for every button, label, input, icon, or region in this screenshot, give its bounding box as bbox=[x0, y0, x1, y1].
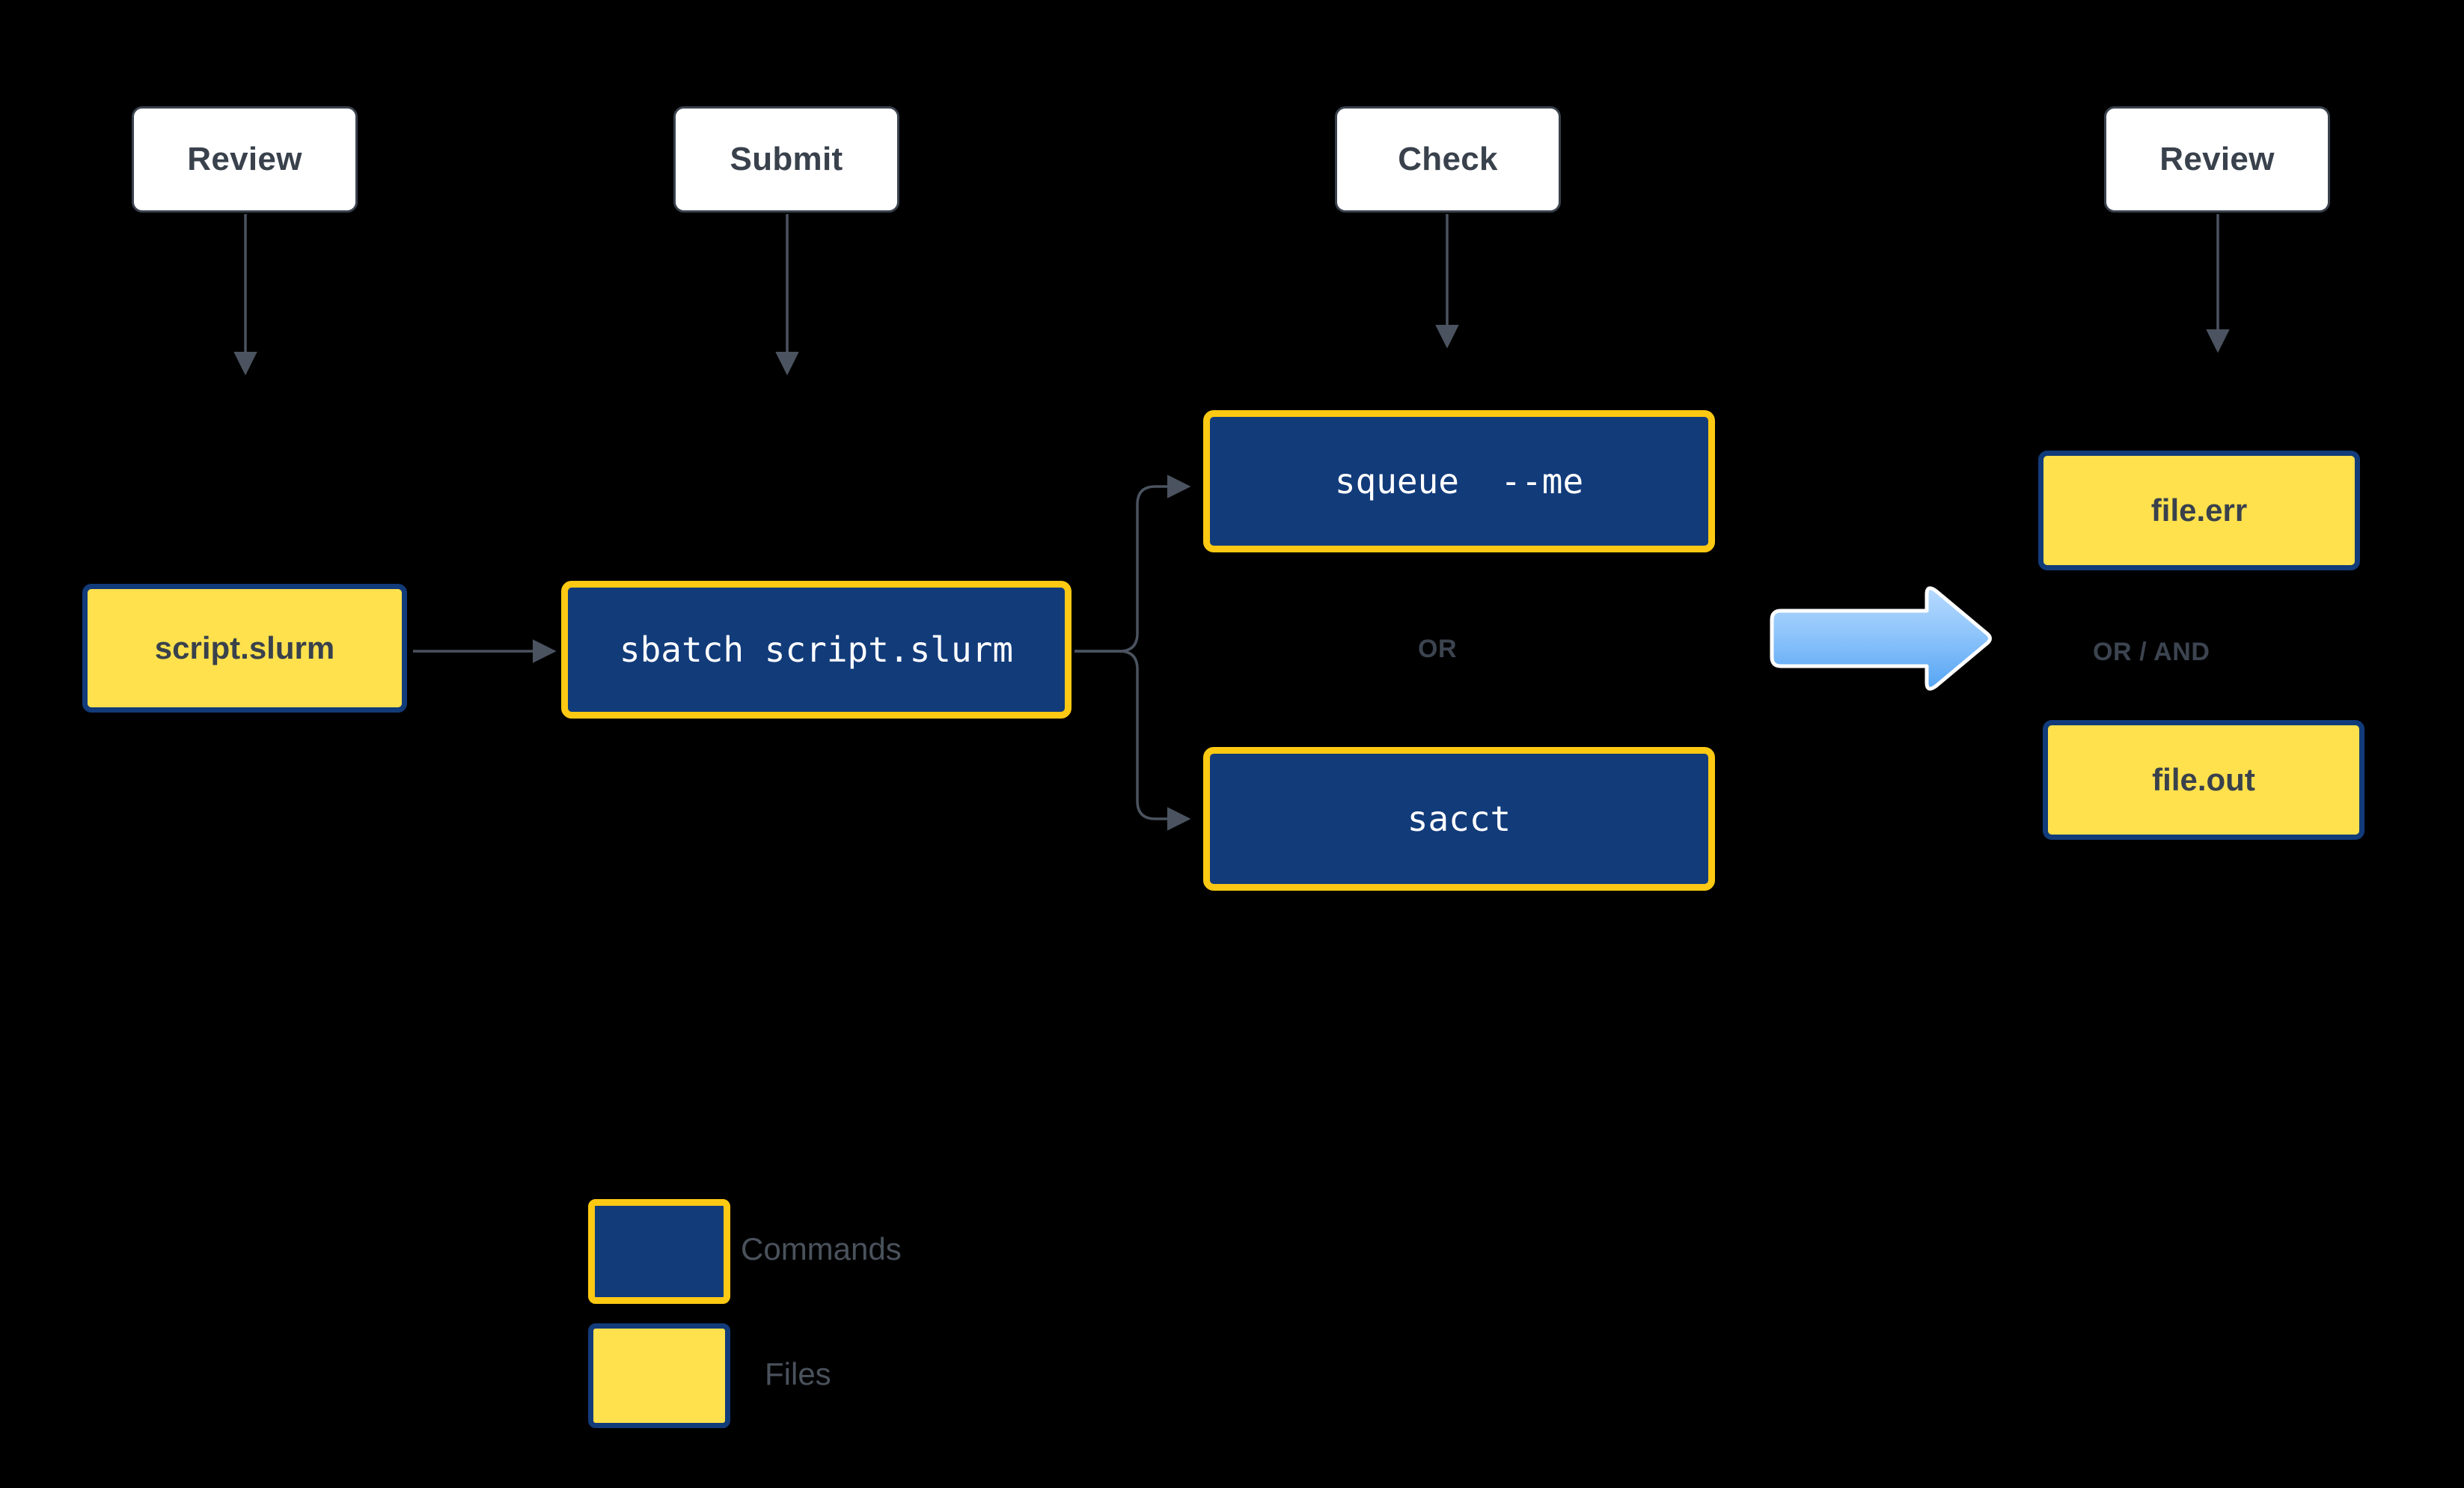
phase-label: Check bbox=[1398, 141, 1498, 177]
legend-label-files: Files bbox=[765, 1356, 831, 1391]
phase-box-review-output[interactable]: Review bbox=[2104, 106, 2330, 213]
arrow-sbatch-to-sacct bbox=[1074, 650, 1191, 831]
arrow-sbatch-to-squeue bbox=[1074, 475, 1191, 653]
file-label: script.slurm bbox=[154, 630, 335, 665]
command-label: squeue --me bbox=[1334, 461, 1584, 501]
file-node-file-out[interactable]: file.out bbox=[2043, 720, 2364, 840]
file-node-script-slurm[interactable]: script.slurm bbox=[82, 584, 407, 713]
outputs-block-arrow bbox=[1770, 586, 1992, 691]
phase-box-submit[interactable]: Submit bbox=[673, 106, 899, 213]
legend-label-commands: Commands bbox=[741, 1231, 902, 1266]
or-label: OR bbox=[1418, 635, 1458, 663]
legend-swatch-commands bbox=[588, 1199, 730, 1304]
file-node-file-err[interactable]: file.err bbox=[2038, 451, 2360, 570]
command-node-sacct[interactable]: sacct bbox=[1203, 747, 1715, 891]
command-label: sacct bbox=[1407, 799, 1511, 839]
command-node-squeue[interactable]: squeue --me bbox=[1203, 410, 1715, 552]
command-node-sbatch[interactable]: sbatch script.slurm bbox=[561, 581, 1071, 719]
phase-label: Review bbox=[2159, 141, 2275, 177]
file-label: file.err bbox=[2150, 493, 2248, 528]
command-label: sbatch script.slurm bbox=[619, 629, 1014, 670]
phase-box-review-script[interactable]: Review bbox=[132, 106, 358, 213]
file-label: file.out bbox=[2152, 762, 2255, 797]
or-and-label: OR / AND bbox=[2093, 638, 2210, 666]
phase-box-check[interactable]: Check bbox=[1335, 106, 1561, 213]
legend-swatch-files bbox=[588, 1323, 730, 1428]
phase-label: Submit bbox=[730, 141, 843, 177]
phase-label: Review bbox=[187, 141, 302, 177]
